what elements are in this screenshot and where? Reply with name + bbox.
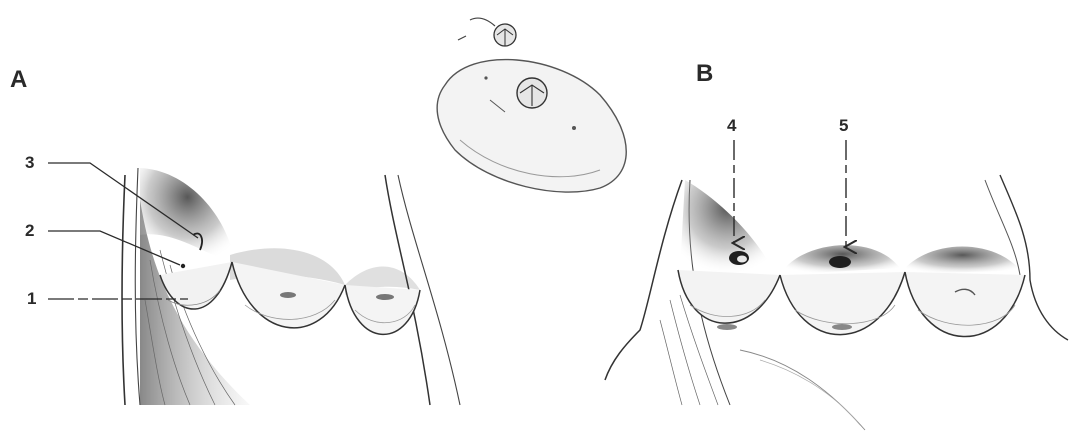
panel-a-drawing [48,163,460,405]
leader-line-2 [48,231,180,265]
panel-b-drawing [605,140,1068,430]
panel-label-a: A [10,66,27,94]
callout-2: 2 [25,221,34,241]
callout-4: 4 [727,116,736,136]
panel-label-b: B [696,60,713,88]
callout-3: 3 [25,153,34,173]
callout-5: 5 [839,116,848,136]
heart-inset-sketch [437,18,626,192]
callout-1: 1 [27,289,36,309]
